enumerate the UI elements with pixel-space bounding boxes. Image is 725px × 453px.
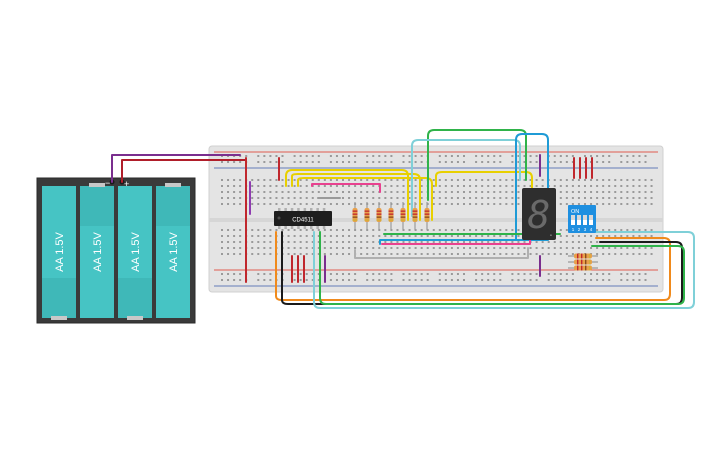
- battery-cell-label: AA 1.5V: [92, 231, 104, 271]
- resistor[interactable]: [412, 202, 418, 230]
- wire-yellow-display[interactable]: [435, 171, 533, 197]
- wire-orange-loop[interactable]: [275, 231, 671, 301]
- wire-lightblue-top-arch[interactable]: [411, 139, 521, 217]
- resistor[interactable]: [388, 202, 394, 230]
- resistor[interactable]: [400, 202, 406, 230]
- wire-yellow-arch-3[interactable]: [297, 177, 433, 221]
- battery-cell-label: AA 1.5V: [54, 231, 66, 271]
- battery-cell-nub: [165, 183, 181, 187]
- dip-number: 4: [590, 227, 593, 232]
- chip-label: CD4511: [292, 218, 314, 224]
- battery-cells: AA 1.5V AA 1.5V AA 1.5V AA 1.5V: [42, 183, 190, 320]
- wire-pink-top[interactable]: [311, 183, 381, 193]
- battery-cell-nub: [127, 316, 143, 320]
- resistor[interactable]: [424, 202, 430, 230]
- chip-pins: [278, 208, 326, 229]
- battery-cell-cap: [80, 186, 114, 226]
- display-digit: 8: [528, 193, 551, 237]
- dip-switch-body: [568, 205, 596, 233]
- wire-black-loop[interactable]: [281, 231, 683, 305]
- battery-minus-label: −: [105, 178, 110, 188]
- battery-cell-nub: [51, 316, 67, 320]
- chip-body: [274, 211, 332, 226]
- battery-lead-purple[interactable]: [111, 154, 241, 183]
- resistor[interactable]: [568, 259, 598, 265]
- cd4511-chip[interactable]: CD4511: [274, 208, 332, 229]
- dip-number: 1: [572, 227, 575, 232]
- battery-cell-label: AA 1.5V: [168, 231, 180, 271]
- wire-gray-long-bottom[interactable]: [354, 247, 529, 259]
- battery-cell-nub: [89, 183, 105, 187]
- resistor[interactable]: [364, 202, 370, 230]
- dip-lever-knob: [583, 215, 587, 220]
- jumper-red-group-right[interactable]: [573, 157, 593, 179]
- battery-cell-cap: [156, 186, 190, 226]
- battery-lead-red[interactable]: [121, 159, 247, 183]
- resistor[interactable]: [376, 202, 382, 230]
- display-body: [522, 188, 556, 240]
- resistor-bank-middle[interactable]: [352, 202, 430, 230]
- display-dot: .: [549, 223, 553, 239]
- dip-lever-knob: [589, 215, 593, 220]
- resistor-bank-right[interactable]: [568, 253, 598, 271]
- battery-cell-label: AA 1.5V: [130, 231, 142, 271]
- resistor[interactable]: [568, 265, 598, 271]
- dip-lever-knob: [577, 215, 581, 220]
- battery-cell-cap: [118, 278, 152, 318]
- battery-plus-label: +: [124, 179, 129, 189]
- dip-on-label: ON: [571, 209, 579, 215]
- chip-notch: [277, 216, 281, 220]
- dip-lever-knob: [571, 215, 575, 220]
- dip-number: 2: [578, 227, 581, 232]
- breadboard-center-channel: [209, 218, 663, 222]
- seven-segment-display[interactable]: 8 .: [522, 188, 556, 240]
- wire-blue-display-loop[interactable]: [379, 133, 549, 245]
- battery-cell-cap: [42, 278, 76, 318]
- resistor[interactable]: [352, 202, 358, 230]
- resistor[interactable]: [568, 253, 598, 259]
- wire-lightblue-loop[interactable]: [313, 231, 695, 309]
- dip-number: 3: [584, 227, 587, 232]
- wire-green-loop[interactable]: [319, 231, 685, 305]
- battery-pack[interactable]: AA 1.5V AA 1.5V AA 1.5V AA 1.5V − +: [36, 177, 196, 324]
